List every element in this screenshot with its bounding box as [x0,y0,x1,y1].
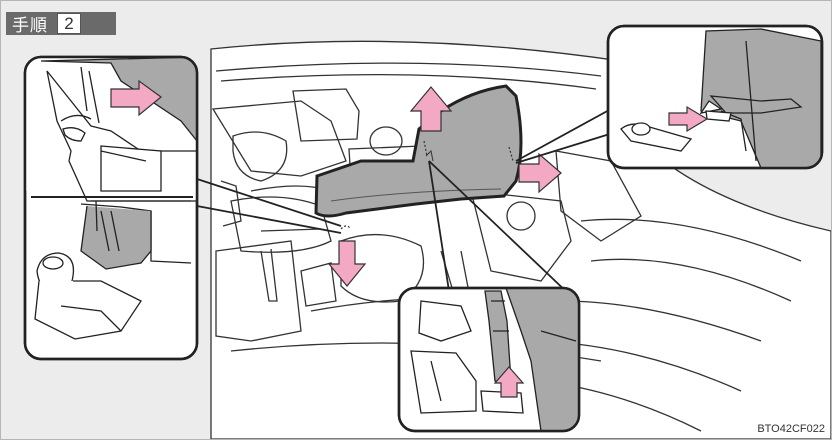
detail-panel-bottom-center [399,288,579,431]
detail-panel-top-right [608,26,822,168]
detail-panel-left [25,57,197,359]
figure-code: BTO42CF022 [757,423,825,435]
